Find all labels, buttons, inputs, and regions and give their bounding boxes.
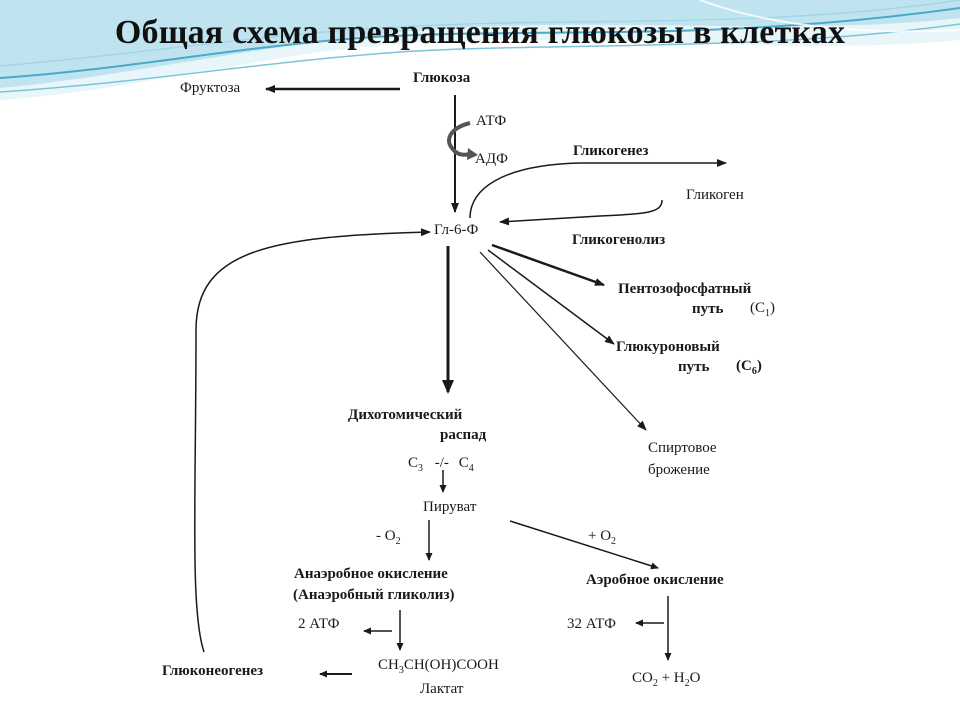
label-atp: АТФ: [476, 113, 507, 129]
label-plus-o2: + О2: [588, 528, 617, 547]
label-glucuronic-line1: Глюкуроновый: [616, 339, 720, 355]
label-adp: АДФ: [475, 151, 508, 167]
arrow-glycogenesis: [469, 159, 727, 219]
label-gluconeogenesis: Глюконеогенез: [162, 663, 264, 679]
label-anaerobic-line2: (Анаэробный гликолиз): [293, 587, 455, 603]
label-co2-h2o: CO2 + H2O: [632, 670, 701, 689]
label-pyruvate: Пируват: [423, 499, 477, 515]
label-2atp: 2 АТФ: [298, 616, 340, 632]
label-alcohol-line2: брожение: [648, 462, 710, 478]
label-glycogenesis: Гликогенез: [573, 143, 649, 159]
label-pentose-line2: путь: [692, 301, 724, 317]
label-alcohol-line1: Спиртовое: [648, 440, 717, 456]
arrow-glycogenolysis: [499, 199, 663, 226]
arrow-g6p-glucuronic: [487, 249, 615, 345]
label-glucuronic-line2: путь: [678, 359, 710, 375]
label-lactate: Лактат: [420, 681, 464, 697]
arrow-pyruvate-aerobic: [509, 520, 659, 570]
label-c3-c4: С3 -/- С4: [408, 455, 474, 474]
label-aerobic: Аэробное окисление: [586, 572, 724, 588]
label-pentose-line1: Пентозофосфатный: [618, 281, 752, 297]
label-fructose: Фруктоза: [180, 80, 241, 96]
label-pentose-c: (С1): [750, 300, 775, 319]
arrow-g6p-alcohol: [479, 251, 647, 431]
label-minus-o2: - О2: [376, 528, 401, 547]
arrow-gluconeogenesis-loop: [193, 228, 431, 653]
atp-adp-curved-arrow: [447, 121, 471, 157]
label-glucose: Глюкоза: [413, 70, 471, 86]
label-glucuronic-c: (С6): [736, 358, 762, 377]
label-dichotomous-line1: Дихотомический: [348, 407, 463, 423]
label-glycogenolysis: Гликогенолиз: [572, 232, 666, 248]
label-anaerobic-line1: Анаэробное окисление: [294, 566, 448, 582]
label-g6p: Гл-6-Ф: [434, 222, 479, 238]
label-32atp: 32 АТФ: [567, 616, 616, 632]
arrow-g6p-pentose: [491, 243, 605, 287]
label-glycogen: Гликоген: [686, 187, 744, 203]
slide-title: Общая схема превращения глюкозы в клетка…: [114, 14, 846, 51]
label-dichotomous-line2: распад: [440, 427, 487, 443]
wave-header-decoration: [0, 0, 960, 100]
label-lactic-formula: CH3CH(OH)COOH: [378, 657, 499, 676]
